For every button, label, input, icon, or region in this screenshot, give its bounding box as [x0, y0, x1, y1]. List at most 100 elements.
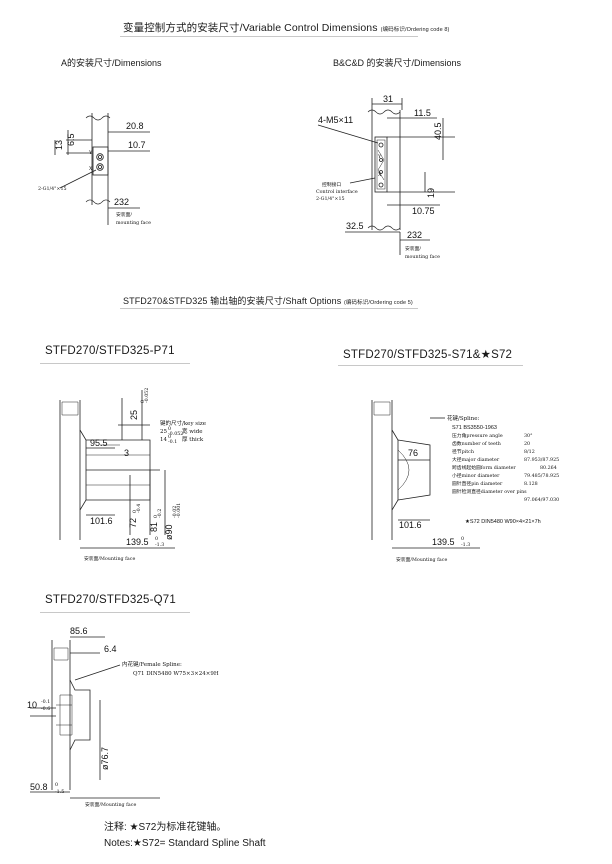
- p71-dim-81: 81: [149, 522, 159, 532]
- header-divider: [120, 36, 418, 37]
- p71-key-t: 14: [160, 437, 167, 443]
- shaft-ordering-code: (编码标识/Ordering code 5): [343, 300, 413, 306]
- dim-a-3: 13: [54, 140, 64, 150]
- dim-a-2: 6.5: [66, 133, 76, 146]
- p71-tol-81-lo: -0.2: [157, 509, 163, 518]
- p71-dim-95: 95.5: [90, 438, 108, 448]
- s71-row-0-k: 压力角pressure angle: [452, 432, 503, 439]
- dim-bcd-6: 232: [407, 230, 422, 240]
- s71-tol-139-lo: -1.3: [461, 542, 470, 548]
- s71-title: STFD270/STFD325-S71&★S72: [343, 349, 513, 361]
- s71-row-8-v: 97.064/97.030: [524, 497, 559, 503]
- p71-tol-139-up: 0: [155, 536, 158, 542]
- s71-title-bar: [338, 365, 523, 366]
- bcd-mark-y: Y: [377, 154, 382, 160]
- p71-tol-90-b: -0.001: [176, 503, 182, 518]
- section-title-control: 变量控制方式的安装尺寸/Variable Control Dimensions …: [123, 20, 449, 35]
- s71-row-6-v: 8.128: [524, 481, 538, 487]
- bcd-interface-cn: 控制接口: [322, 181, 341, 188]
- dim-bcd-1: 11.5: [414, 108, 431, 118]
- bcd-face-cn: 安装面/: [405, 245, 421, 252]
- s71-row-6-k: 圆针直径pin diameter: [452, 480, 503, 487]
- s71-dim-139: 139.5: [432, 537, 455, 547]
- s71-row-3-v: 87.953/87.925: [524, 457, 559, 463]
- view-a-port: 2-G1/4"×15: [38, 186, 67, 192]
- view-a-face-en: mounting face: [116, 220, 151, 226]
- s71-spline-header: 花键/Spline:: [447, 414, 479, 422]
- dim-a-1: 10.7: [128, 140, 146, 150]
- p71-tol-139-lo: -1.3: [155, 542, 164, 548]
- s71-tol-139-up: 0: [461, 536, 464, 542]
- view-bcd-title: B&C&D 的安装尺寸/Dimensions: [333, 56, 461, 69]
- p71-key-w-lo: -0.052: [168, 431, 183, 437]
- s71-row-2-v: 8/12: [524, 449, 535, 455]
- view-a-face-cn: 安装面/: [116, 211, 132, 218]
- q71-dim-6: 6.4: [104, 644, 117, 654]
- s71-row-7-k: 圆针检测直径diameter over pins: [452, 488, 527, 495]
- p71-key-t-up: 0: [168, 434, 171, 440]
- p71-tol-25-lo: -0.052: [144, 388, 150, 403]
- bcd-face-en: mounting face: [405, 254, 440, 260]
- view-a-mark-x: X: [89, 166, 93, 172]
- control-ordering-code: (编码标识/Ordering code 8): [380, 27, 450, 33]
- dim-a-0: 20.8: [126, 121, 144, 131]
- q71-tol-10-up: -0.1: [41, 699, 50, 705]
- q71-dim-76: ø76.7: [100, 747, 110, 770]
- dim-bcd-4: 10.75: [412, 206, 435, 216]
- bcd-interface-port: 2-G1/4"×15: [316, 196, 345, 202]
- q71-tol-10-lo: -0.6: [41, 706, 50, 712]
- view-bcd-title-text: B&C&D 的安装尺寸/Dimensions: [333, 58, 462, 68]
- p71-dim-139: 139.5: [126, 537, 149, 547]
- s71-dim-76: 76: [408, 448, 418, 458]
- s71-row-4-v: 80.264: [540, 465, 557, 471]
- s71-dim-101: 101.6: [399, 520, 422, 530]
- q71-spline-title: 内花键/Female Spline:: [122, 660, 182, 668]
- notes-en: Notes:★S72= Standard Spline Shaft: [104, 838, 266, 849]
- p71-title-bar: [40, 363, 190, 364]
- p71-tol-72-up: 0: [132, 510, 138, 513]
- dim-a-4: 232: [114, 197, 129, 207]
- bcd-interface-en: Control interface: [316, 189, 358, 195]
- p71-dim-25: 25: [129, 410, 139, 420]
- p71-dim-72: 72: [128, 518, 138, 528]
- view-a-title-text: A的安装尺寸/Dimensions: [61, 58, 162, 68]
- p71-dim-90: ø90: [164, 524, 174, 540]
- s71-row-5-v: 79.485/78.925: [524, 473, 559, 479]
- s71-row-3-k: 大径major diameter: [452, 456, 500, 463]
- dim-bcd-3: 19: [426, 188, 436, 198]
- notes: 注释: ★S72为标准花键轴。 Notes:★S72= Standard Spl…: [104, 820, 266, 852]
- s71-row-0-v: 30°: [524, 433, 533, 439]
- dim-bcd-5: 32.5: [346, 221, 364, 231]
- s71-face: 安装面/Mounting face: [396, 556, 447, 563]
- q71-dim-85: 85.6: [70, 626, 88, 636]
- notes-cn: 注释: ★S72为标准花键轴。: [104, 822, 227, 833]
- s71-row-1-v: 20: [524, 441, 530, 447]
- q71-tol-50-up: 0: [55, 782, 58, 788]
- s71-row-1-k: 齿数number of teeth: [452, 440, 501, 447]
- shaft-title-text: STFD270&STFD325 输出轴的安装尺寸/Shaft Options: [123, 296, 342, 306]
- p71-key-t-label: 厚 thick: [182, 436, 204, 443]
- p71-tol-72-lo: -0.4: [136, 504, 142, 513]
- shaft-divider: [120, 308, 418, 309]
- p71-key-w-label: 宽 wide: [182, 427, 203, 435]
- q71-dim-10: 10: [27, 700, 37, 710]
- q71-title: STFD270/STFD325-Q71: [45, 594, 176, 606]
- p71-dim-101: 101.6: [90, 516, 113, 526]
- p71-title: STFD270/STFD325-P71: [45, 345, 175, 357]
- q71-spline-spec: Q71 DIN5480 W75×3×24×9H: [133, 671, 219, 677]
- p71-tol-81-up: 0: [153, 515, 159, 518]
- dim-bcd-2: 40.5: [433, 122, 443, 140]
- s71-s72-spec: ★S72 DIN5480 W90×4×21×7h: [465, 518, 541, 525]
- s71-spline-std: S71 BS3550-1963: [452, 425, 497, 431]
- p71-dim-3: 3: [124, 448, 129, 458]
- q71-face: 安装面/Mounting face: [85, 801, 136, 808]
- s71-row-2-k: 径节pitch: [452, 448, 474, 455]
- dim-bcd-0: 31: [383, 94, 393, 104]
- p71-tol-25-up: 0: [140, 400, 146, 403]
- q71-title-bar: [40, 612, 190, 613]
- p71-face: 安装面/Mounting face: [84, 555, 135, 562]
